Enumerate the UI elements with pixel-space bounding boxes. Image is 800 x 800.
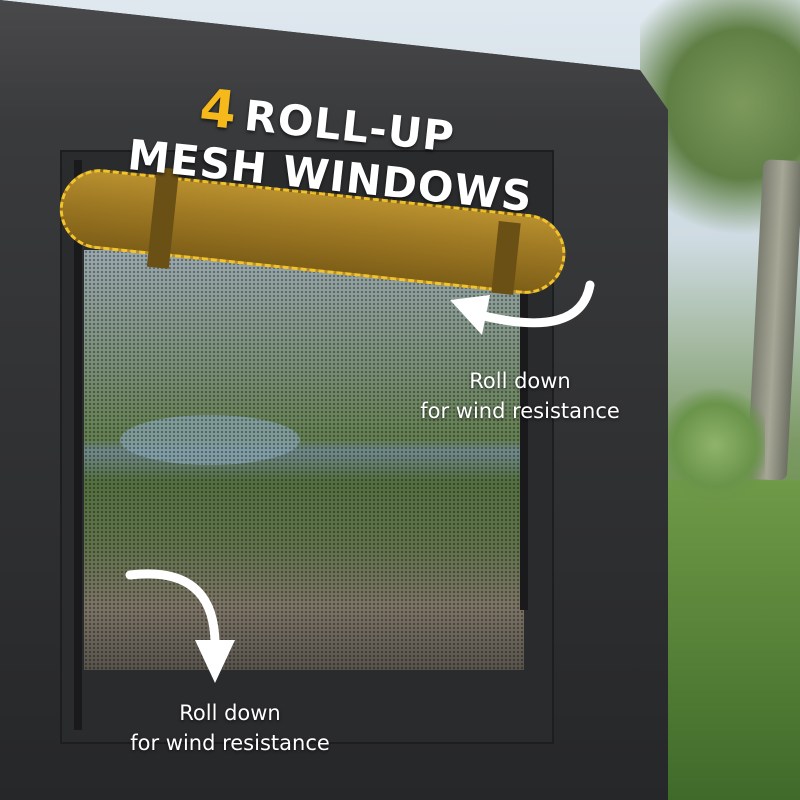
bush — [665, 380, 765, 510]
zipper-right — [520, 280, 528, 610]
zipper-left — [74, 160, 82, 730]
callout-bottom-line2: for wind resistance — [130, 731, 330, 755]
curved-arrow-up-icon — [450, 280, 595, 335]
lawn — [668, 480, 800, 800]
mesh-screen — [84, 250, 524, 670]
callout-top-line2: for wind resistance — [420, 399, 620, 423]
callout-top: Roll down for wind resistance — [400, 366, 640, 426]
headline-number: 4 — [196, 78, 241, 142]
callout-bottom: Roll down for wind resistance — [100, 698, 360, 758]
callout-top-line1: Roll down — [469, 369, 571, 393]
curved-arrow-down-icon — [125, 569, 235, 683]
callout-bottom-line1: Roll down — [179, 701, 281, 725]
pond — [120, 415, 300, 465]
